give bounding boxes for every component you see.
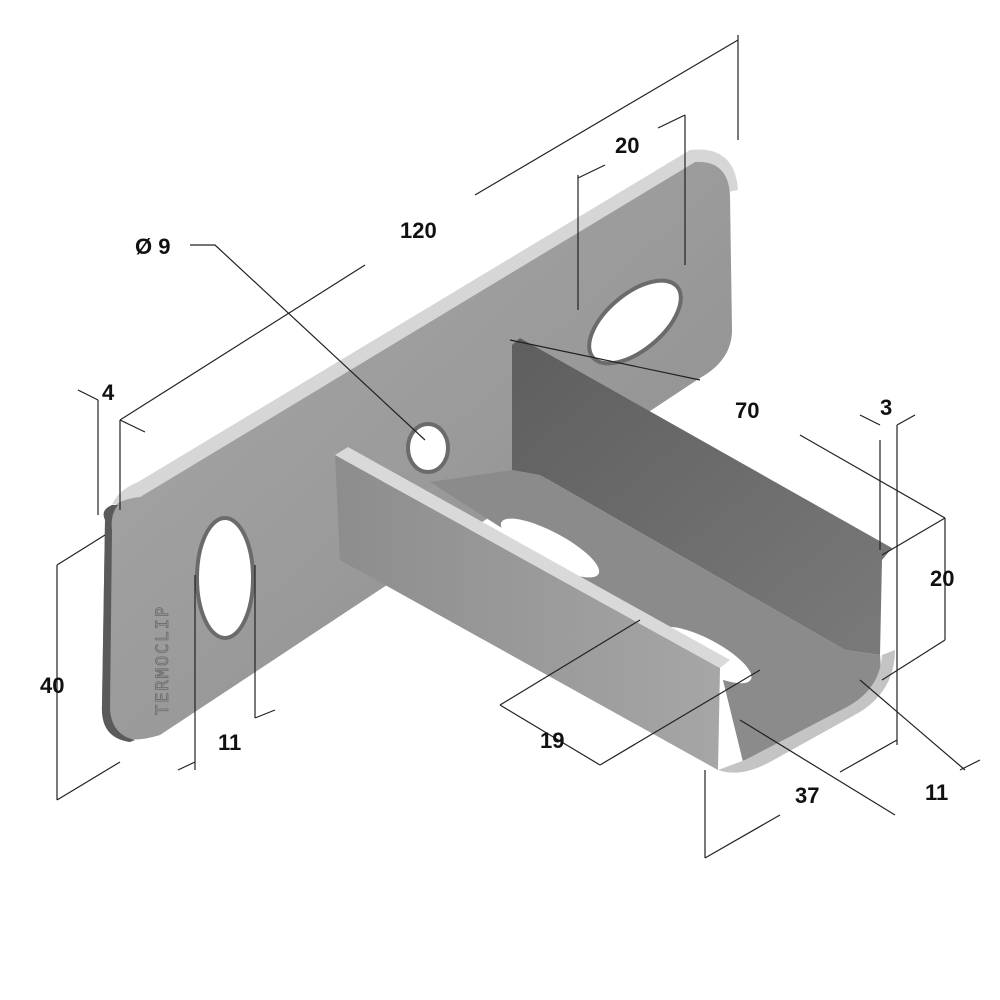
dim-40: 40: [40, 673, 64, 698]
dim-4: 4: [102, 380, 115, 405]
slot-hole-left: [195, 516, 255, 640]
channel-near-wall: [335, 455, 720, 770]
dim-11-right: 11: [925, 780, 948, 805]
dim-37: 37: [795, 783, 819, 808]
dim-19: 19: [540, 728, 564, 753]
channel-arm: [335, 338, 895, 773]
plate-top-edge: [112, 149, 738, 505]
dim-20-height: 20: [930, 566, 954, 591]
dim-3: 3: [880, 395, 892, 420]
channel-near-top-edge: [335, 447, 730, 668]
dim-70: 70: [735, 398, 759, 423]
back-plate: TERMOCLIP: [101, 149, 738, 742]
round-hole-9: [406, 422, 450, 474]
dimension-lines: [56, 35, 981, 859]
channel-bend: [718, 650, 895, 773]
dim-120: 120: [400, 218, 437, 243]
plate-left-edge: [101, 505, 135, 742]
dim-20-slot: 20: [615, 133, 639, 158]
channel-far-wall: [512, 338, 892, 655]
floor-slot-1: [500, 518, 600, 578]
engraved-brand: TERMOCLIP: [153, 605, 173, 715]
dim-hole-diameter: Ø 9: [135, 234, 170, 259]
dim-11-left: 11: [218, 730, 241, 755]
dimension-labels: 120 20 Ø 9 4 70 3 20 40 11 19 37 11: [40, 133, 954, 808]
